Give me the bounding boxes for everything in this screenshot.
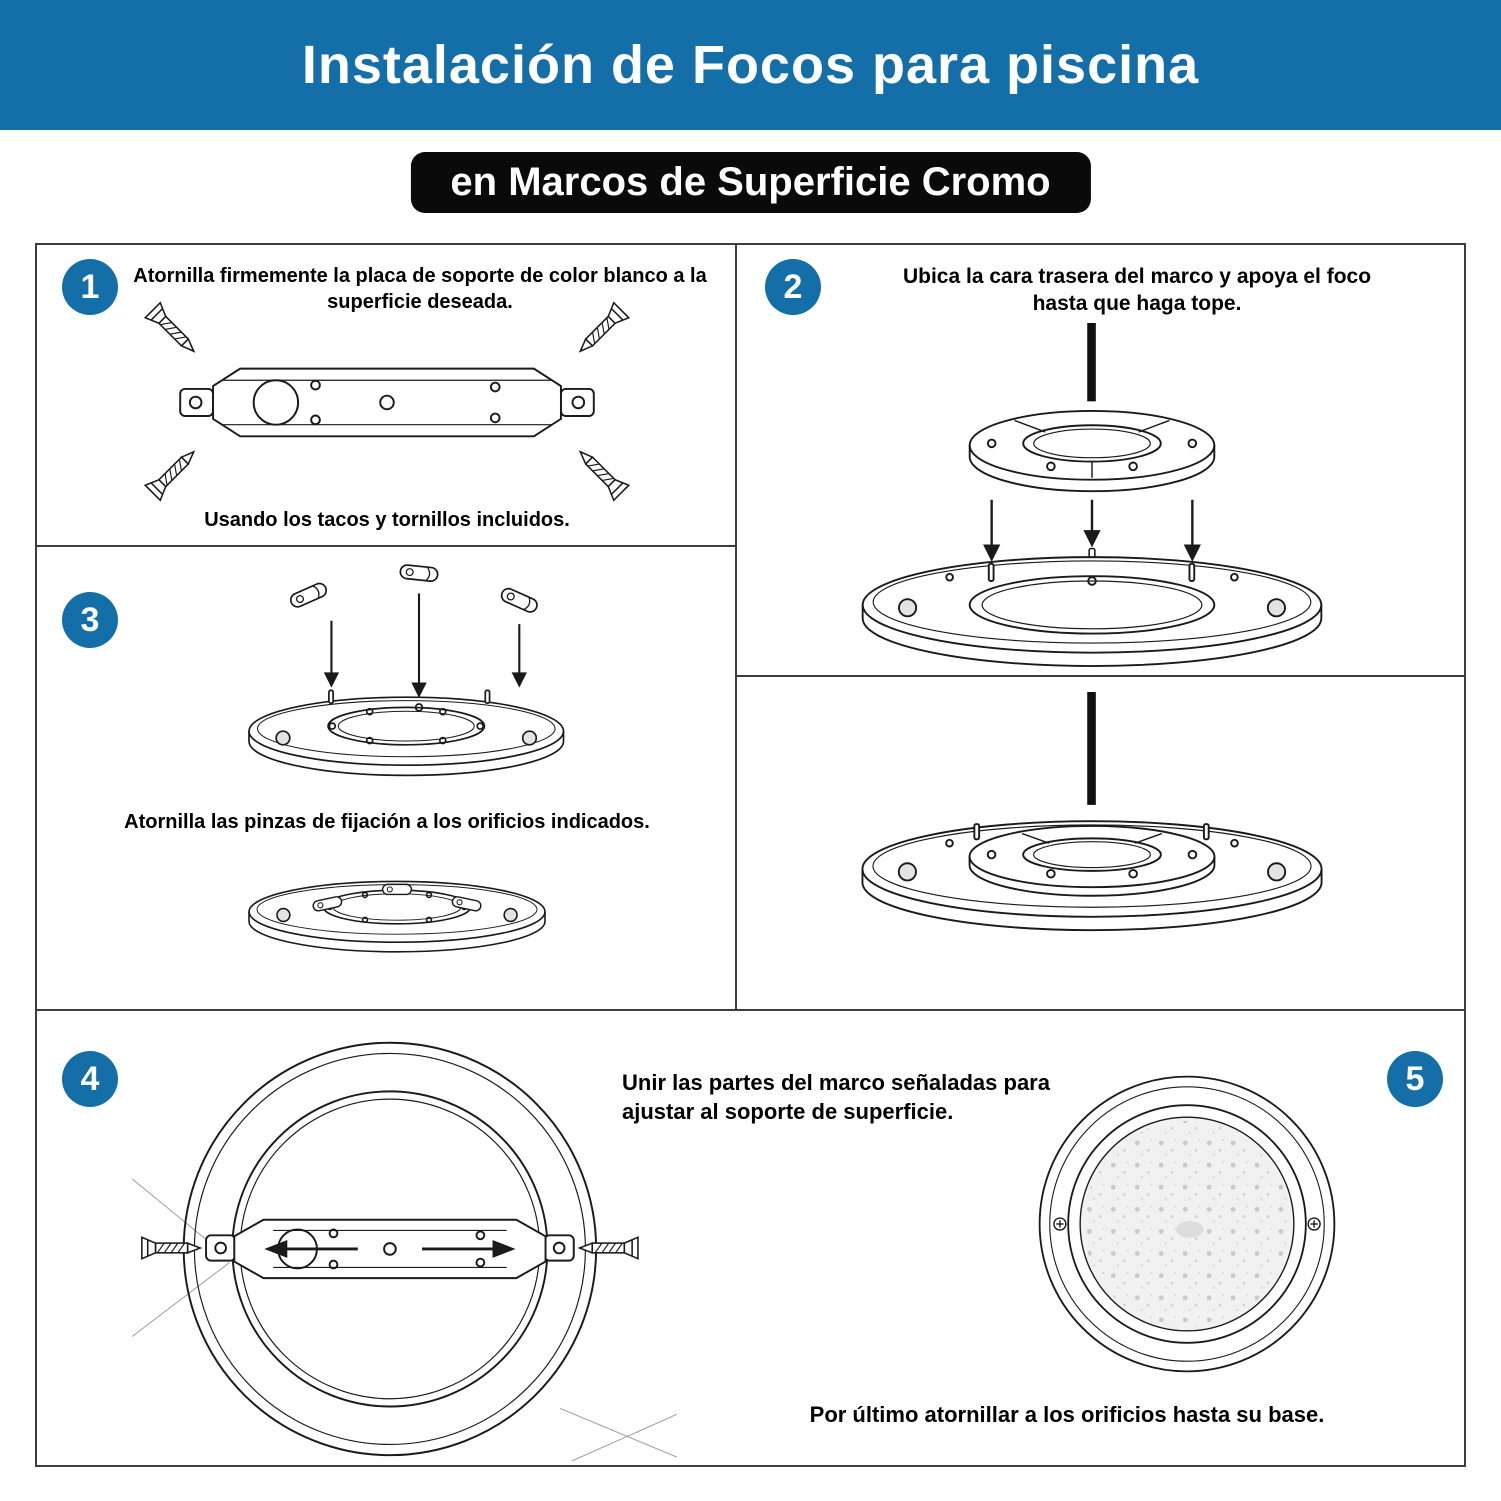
screw-icon	[578, 1236, 639, 1260]
outward-arrow-icon	[264, 1240, 516, 1258]
power-cable	[1087, 323, 1096, 402]
pool-light-body	[861, 556, 1323, 667]
clips-and-ring-diagram	[248, 564, 565, 777]
page-title: Instalación de Focos para piscina	[301, 35, 1200, 95]
power-cable	[1087, 692, 1096, 805]
frame-back-ring	[968, 409, 1216, 493]
step-4-text: Unir las partes del marco señaladas para…	[622, 1070, 1050, 1124]
down-arrow-icon	[323, 593, 527, 698]
step-1-badge: 1	[62, 259, 118, 315]
frame-back-and-light-diagram	[861, 323, 1323, 667]
fixing-clip-icon	[399, 564, 439, 582]
mounting-plate	[205, 1218, 575, 1280]
fixing-clip-icon	[289, 582, 328, 608]
panel-step-2-top: 2 Ubica la cara trasera del marco y apoy…	[735, 243, 1466, 677]
panel-steps-4-5: 4	[35, 1009, 1466, 1467]
screw-icon	[144, 301, 203, 360]
step-2-badge: 2	[765, 259, 821, 315]
fixing-clip-icon	[312, 896, 343, 912]
frame-front-with-plate-diagram	[132, 1041, 677, 1461]
lens-center-smudge	[1175, 1221, 1204, 1238]
screw-icon	[571, 443, 630, 502]
fixing-clip-icon	[451, 896, 482, 912]
fixing-clip-icon	[381, 883, 413, 896]
surface-support-disc	[248, 689, 565, 777]
screw-icon	[144, 443, 203, 502]
step-3-text: Atornilla las pinzas de fijación a los o…	[124, 811, 650, 833]
screw-head-icon	[1053, 1217, 1321, 1231]
mounting-plate-with-screws-diagram	[144, 301, 630, 502]
step-1-caption: Usando los tacos y tornillos incluidos.	[204, 509, 570, 531]
step-4-badge: 4	[62, 1051, 118, 1107]
pool-light-front-diagram	[1038, 1075, 1336, 1373]
step-1-text: Atornilla firmemente la placa de soporte…	[133, 265, 707, 313]
light-frame-ring	[1038, 1075, 1336, 1373]
step-5-badge: 5	[1387, 1051, 1443, 1107]
mounting-plate	[179, 367, 595, 438]
panel-step-1: 1 Atornilla firmemente la placa de sopor…	[35, 243, 737, 547]
screw-icon	[141, 1236, 202, 1260]
subtitle-pill: en Marcos de Superficie Cromo	[410, 152, 1091, 213]
frame-back-ring	[968, 823, 1216, 897]
ring-with-clips-attached-diagram	[248, 880, 546, 953]
panel-step-2-bottom	[735, 675, 1466, 1011]
screw-icon	[571, 301, 630, 360]
step-2-text: Ubica la cara trasera del marco y apoya …	[902, 265, 1372, 316]
step-3-badge: 3	[62, 592, 118, 648]
panel-step-3: 3	[35, 545, 737, 1011]
frame-seated-on-light-diagram	[861, 692, 1323, 932]
header-bar: Instalación de Focos para piscina	[0, 0, 1501, 130]
down-arrow-icon	[983, 499, 1201, 562]
fixing-clip-icon	[500, 587, 538, 613]
step-5-caption: Por último atornillar a los orificios ha…	[809, 1402, 1325, 1427]
